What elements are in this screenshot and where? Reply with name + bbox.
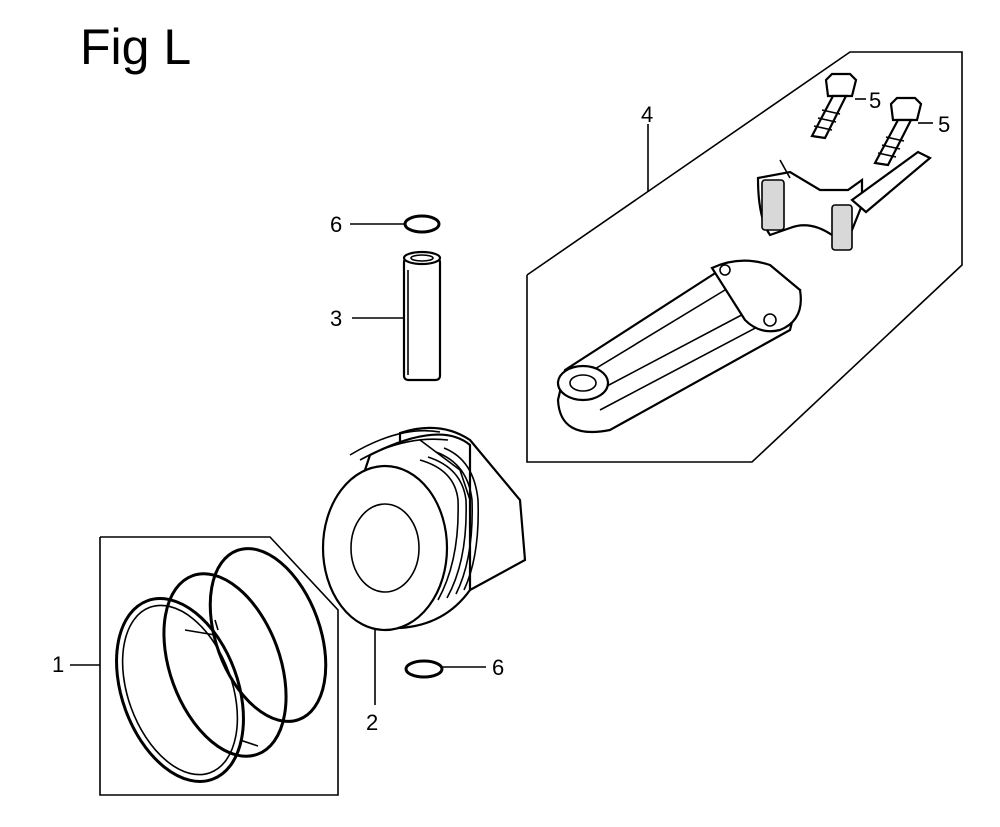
callout-2: 2 [366, 710, 378, 735]
piston-pin [402, 250, 442, 382]
piston-ring-top [208, 547, 328, 723]
callout-5-left: 5 [869, 88, 881, 113]
callout-3: 3 [330, 306, 342, 331]
callout-1: 1 [52, 652, 64, 677]
rod-bolt-right [873, 96, 923, 167]
callout-4: 4 [641, 102, 653, 127]
callout-5-right: 5 [938, 112, 950, 137]
piston-ring-second [162, 572, 288, 758]
callout-6-top: 6 [330, 212, 342, 237]
connecting-rod-set-box [526, 51, 963, 463]
figure-title: Fig L [80, 19, 192, 75]
piston-ring-oil [115, 597, 259, 783]
pin-clip-top [403, 214, 441, 234]
piston-ring-set-box [99, 536, 339, 796]
pin-clip-bottom [404, 659, 444, 679]
piston [321, 426, 527, 632]
callout-6-bottom: 6 [492, 655, 504, 680]
connecting-rod [556, 259, 802, 434]
connecting-rod-cap [756, 150, 932, 251]
rod-bolt-left [810, 72, 858, 140]
